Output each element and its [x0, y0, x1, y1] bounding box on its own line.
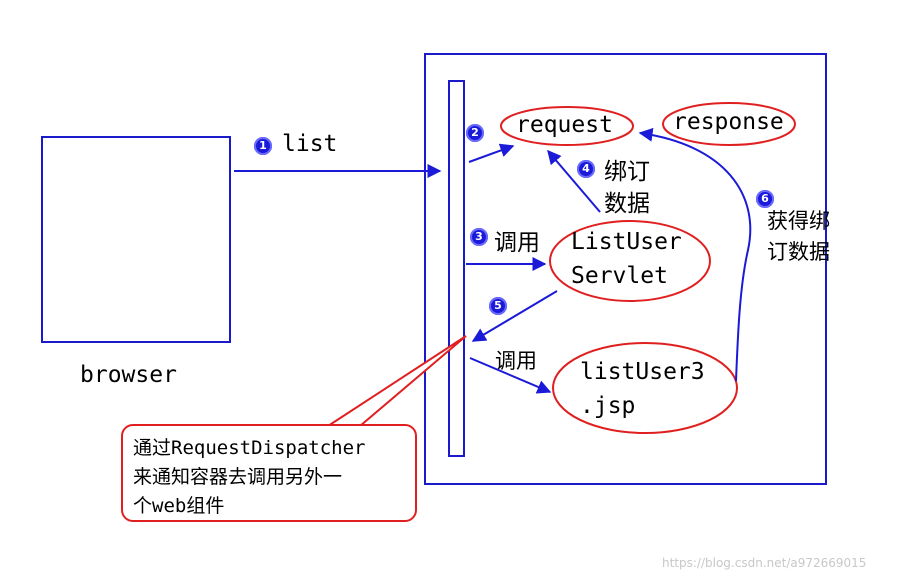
dispatcher-bar: [448, 80, 465, 457]
listuser-label-line2: Servlet: [571, 263, 668, 289]
listuser-label-line1: ListUser: [571, 229, 682, 255]
step-badge-5: 5: [489, 297, 507, 315]
arrow-get-bound-data: [638, 127, 752, 382]
get-data-label-line1: 获得绑: [767, 209, 830, 233]
call-jsp-label: 调用: [495, 349, 537, 373]
call-servlet-label: 调用: [494, 230, 540, 256]
response-label: response: [673, 109, 784, 135]
callout-line-3: 个web组件: [133, 495, 225, 517]
step-badge-1: 1: [254, 137, 272, 155]
jsp-label-line2: .jsp: [580, 393, 636, 419]
callout-pointer: [327, 335, 467, 427]
browser-box: [41, 136, 231, 343]
dispatcher-callout: 通过RequestDispatcher 来通知容器去调用另外一 个web组件: [121, 424, 417, 522]
request-ellipse: [500, 106, 634, 146]
callout-line-1: 通过RequestDispatcher: [133, 437, 366, 459]
step-badge-2: 2: [466, 124, 484, 142]
arrow-servlet-to-dispatcher: [471, 290, 558, 342]
container-box: [424, 53, 827, 485]
listuser-servlet-ellipse: [549, 220, 711, 302]
step-badge-6: 6: [756, 190, 774, 208]
arrow-bind-data: [547, 149, 601, 213]
list-label: list: [282, 131, 338, 157]
jsp-label-line1: listUser3: [580, 359, 705, 385]
arrow-call-jsp: [469, 357, 552, 394]
listuser3-jsp-ellipse: [552, 342, 738, 434]
browser-label: browser: [80, 362, 177, 388]
request-label: request: [516, 112, 613, 138]
response-ellipse: [662, 102, 796, 146]
step-badge-3: 3: [470, 228, 488, 246]
watermark-text: https://blog.csdn.net/a972669015: [662, 556, 867, 570]
arrow-to-request: [468, 143, 515, 163]
bind-data-label-line2: 数据: [604, 191, 650, 217]
callout-line-2: 来通知容器去调用另外一: [133, 466, 343, 488]
get-data-label-line2: 订数据: [767, 240, 830, 264]
bind-data-label-line1: 绑订: [604, 159, 650, 185]
step-badge-4: 4: [577, 160, 595, 178]
